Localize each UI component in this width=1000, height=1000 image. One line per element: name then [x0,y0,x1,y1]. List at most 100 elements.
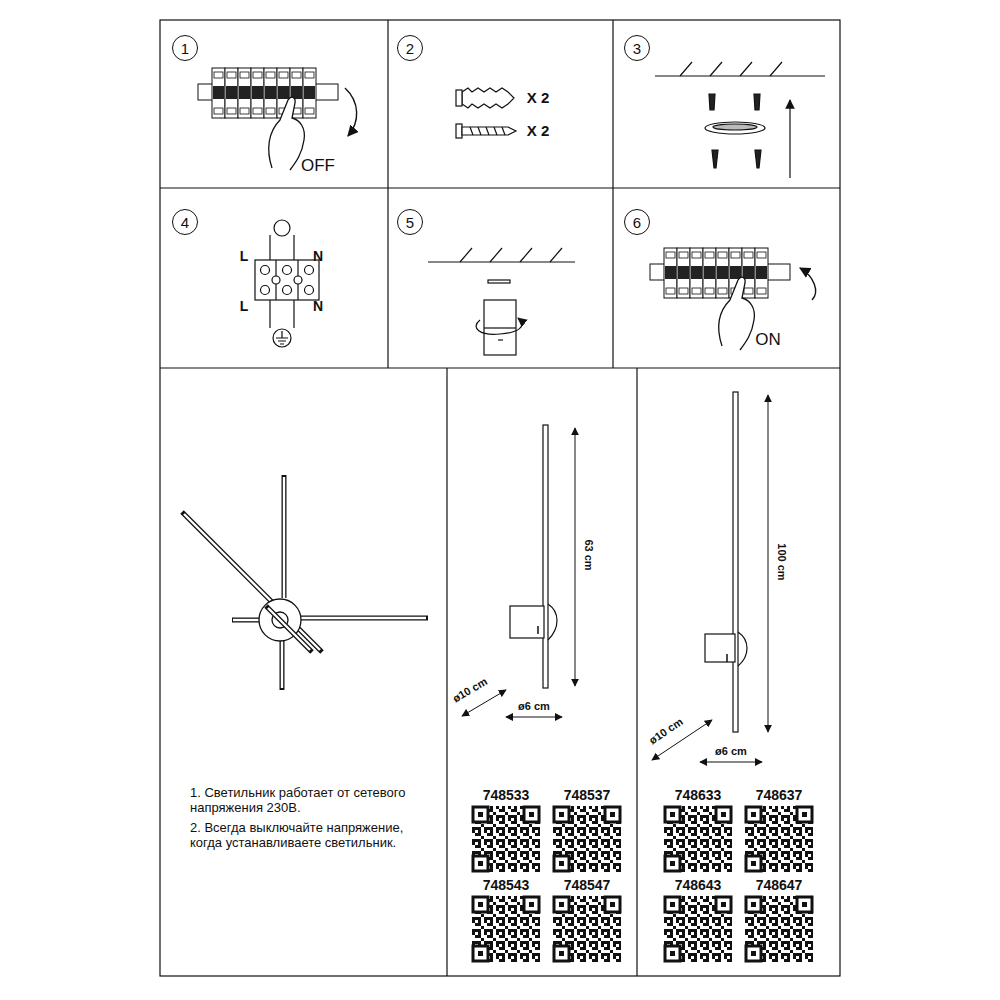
breaker-panel-off [198,68,357,170]
fixture-100-part [700,762,762,763]
top-view-part-part [281,640,283,688]
article-code: 748547 [564,877,611,893]
body-mounting-part [488,280,510,283]
dimension: ø6 cm [715,745,747,758]
qr-codes-part [745,806,813,872]
fixture-63-part [510,606,544,638]
breaker-panel-on-part [664,248,677,298]
switch-state: ON [755,330,781,350]
terminal-name: L [240,248,249,264]
panel-grid-part [160,187,840,188]
breaker-panel-on-part [677,248,690,298]
breaker-panel-off-part [225,68,238,118]
panel-grid [160,20,840,976]
switch-state: OFF [301,156,335,176]
article-code: 748637 [756,787,803,803]
terminal-block-part [261,286,270,295]
terminal-block-part [305,286,314,295]
breaker-panel-off-part [212,68,225,118]
step-number: 3 [624,35,650,61]
qr-codes-part [472,806,540,872]
qr-codes-part [553,896,621,962]
terminal-name: N [313,248,323,264]
dimension: ø6 cm [518,700,550,713]
top-view-part-part [232,618,262,623]
terminal-block-part [274,220,290,236]
terminal-block-part [269,235,270,262]
fixture-100-part [738,632,747,666]
body-mounting [428,248,575,355]
step-number: 6 [624,209,650,235]
fixture-100-part [733,392,738,732]
panel-grid-part [160,20,840,976]
terminal-block-part [255,260,319,300]
quantity: X 2 [527,122,550,139]
article-code: 748543 [483,877,530,893]
breaker-panel-on-part [755,248,768,298]
note: 2. Всегда выключайте напряжение, когда у… [190,821,435,851]
top-view-part [182,475,428,690]
body-mounting-part [498,339,503,340]
qr-codes-part [472,896,540,962]
qr-codes-part [664,896,732,962]
breaker-panel-off-part [251,68,264,118]
terminal-block-part [269,300,270,328]
breaker-panel-on [650,248,816,350]
breaker-panel-off-part [345,88,357,136]
body-mounting-part [476,318,522,334]
fixture-63 [462,425,575,717]
step-number: 1 [172,35,198,61]
ceiling-mounting-part [755,150,761,168]
breaker-panel-on-part [719,277,755,350]
top-view-part-part [300,616,428,621]
top-view [182,475,428,690]
ceiling-mounting-part [709,94,715,110]
fixture-100-part [705,634,735,662]
fixings [456,88,516,138]
fixture-100 [652,392,768,762]
fixture-100-part [726,654,728,662]
top-view-part [268,608,310,650]
step-number-text: 6 [633,215,641,230]
qr-codes-part [664,806,732,872]
ceiling-mounting-part [713,124,757,130]
breaker-panel-on-part [690,248,703,298]
breaker-panel-off-part [238,68,251,118]
fixture-63-part [548,604,557,640]
step-number-text: 2 [406,41,414,56]
step-number-text: 3 [633,41,641,56]
step-number: 4 [172,209,198,235]
ceiling-mounting-part [754,94,760,110]
fixings-part [470,127,505,135]
ceiling-mounting-part [789,100,790,178]
terminal-block-part [293,235,294,262]
panel-grid-part [387,20,388,368]
terminal-block-part [272,276,280,284]
breaker-panel-off-part [264,68,277,118]
ceiling-mounting-part [680,62,782,76]
fixture-63-part [543,425,548,688]
dimension: ø10 cm [449,674,492,706]
terminal-name: N [313,298,323,314]
body-mounting-part [460,248,562,262]
fixings-part [462,88,514,108]
terminal-name: L [240,298,249,314]
step-number: 5 [397,209,423,235]
dimension: ø10 cm [645,714,687,748]
terminal-block-part [283,266,292,275]
ceiling-mounting-part [712,150,718,168]
article-code: 748537 [564,787,611,803]
terminal-block-part [294,276,302,284]
fixture-63-part [537,626,539,634]
breaker-panel-off-part [303,68,316,118]
top-view-part-part [300,617,426,619]
breaker-panel-on-part [716,248,729,298]
body-mounting-part [484,300,516,355]
top-view-part-part [233,619,262,621]
step-number-text: 5 [406,215,414,230]
fixture-63-part [506,717,562,718]
fixture-100-part [768,395,769,732]
article-code: 748533 [483,787,530,803]
terminal-block-part [276,331,288,344]
